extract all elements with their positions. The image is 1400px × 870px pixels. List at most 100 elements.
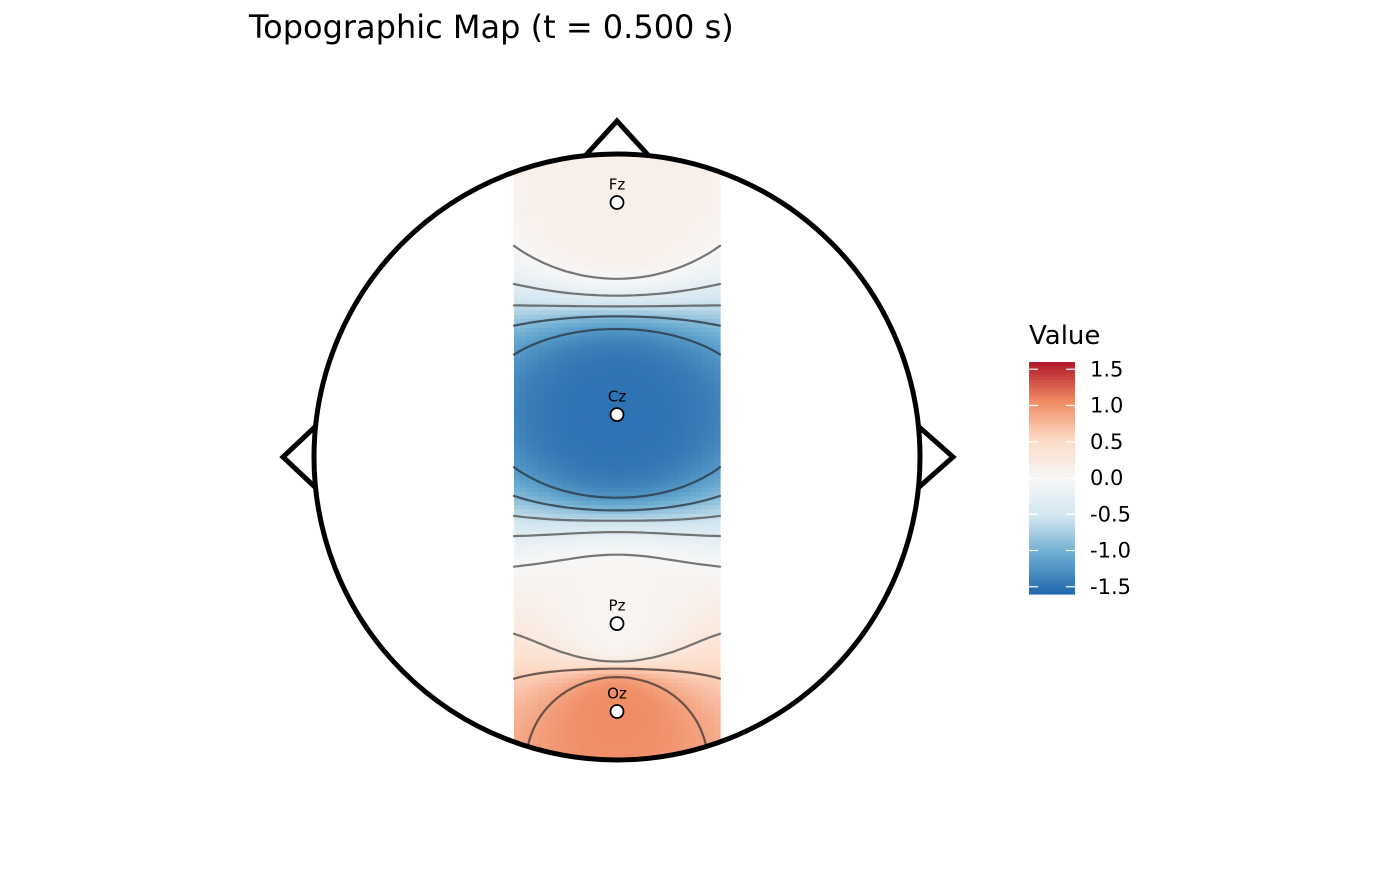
heat-cell: [556, 327, 564, 333]
heat-cell: [653, 547, 661, 553]
heat-cell: [689, 379, 697, 385]
heat-cell: [568, 301, 576, 307]
heat-cell: [677, 560, 685, 566]
heat-cell: [647, 747, 654, 752]
heat-cell: [671, 617, 679, 623]
heat-cell: [623, 725, 630, 731]
heat-cell: [635, 465, 642, 471]
heat-cell: [592, 253, 600, 259]
heat-cell: [677, 422, 685, 428]
heat-cell: [568, 435, 576, 441]
heat-cell: [707, 314, 715, 320]
heat-cell: [629, 708, 636, 713]
heat-cell: [562, 431, 570, 436]
heat-cell: [562, 716, 570, 722]
heat-cell: [683, 504, 691, 510]
heat-cell: [629, 556, 636, 562]
heat-cell: [513, 279, 521, 285]
heat-cell: [713, 249, 721, 255]
heat-cell: [641, 444, 648, 449]
legend-swatch: [1029, 388, 1075, 392]
heat-cell: [568, 703, 576, 709]
heat-cell: [550, 292, 557, 298]
heat-cell: [677, 418, 685, 423]
heat-cell: [568, 452, 576, 458]
heat-cell: [598, 742, 606, 748]
heat-cell: [513, 556, 521, 562]
heat-cell: [550, 253, 557, 259]
heat-cell: [653, 444, 661, 449]
legend-swatch: [1029, 553, 1075, 557]
heat-cell: [550, 712, 557, 718]
heat-cell: [520, 690, 527, 696]
heat-cell: [713, 439, 721, 445]
heat-cell: [617, 335, 624, 341]
heat-cell: [647, 504, 654, 510]
heat-cell: [659, 448, 667, 454]
heat-cell: [689, 699, 697, 705]
heat-cell: [635, 747, 642, 752]
heat-cell: [562, 565, 570, 571]
heat-cell: [665, 634, 673, 640]
heat-cell: [556, 673, 564, 679]
heat-cell: [659, 508, 667, 514]
heat-cell: [659, 305, 667, 311]
heat-cell: [695, 240, 703, 246]
heat-cell: [647, 513, 654, 519]
heat-cell: [544, 474, 551, 480]
heat-cell: [520, 625, 527, 631]
heat-cell: [701, 669, 709, 675]
heat-cell: [701, 526, 709, 532]
heat-cell: [641, 422, 648, 428]
heat-cell: [550, 192, 557, 198]
heat-cell: [689, 283, 697, 289]
heat-cell: [586, 405, 594, 410]
heat-cell: [538, 474, 545, 480]
heat-cell: [526, 418, 533, 423]
heat-cell: [659, 166, 667, 172]
heat-cell: [574, 716, 582, 722]
heat-cell: [671, 192, 679, 198]
heat-cell: [689, 218, 697, 224]
heat-cell: [707, 651, 715, 657]
heat-cell: [677, 695, 685, 700]
heat-cell: [556, 374, 564, 380]
heat-cell: [701, 604, 709, 610]
heat-cell: [538, 166, 545, 172]
heat-cell: [617, 357, 624, 363]
heat-cell: [556, 227, 564, 233]
heat-cell: [568, 656, 576, 662]
heat-cell: [635, 400, 642, 406]
heat-cell: [580, 197, 588, 203]
heat-cell: [629, 426, 636, 432]
heat-cell: [562, 301, 570, 307]
heat-cell: [586, 595, 594, 601]
heat-cell: [617, 249, 624, 255]
heat-cell: [586, 253, 594, 259]
heat-cell: [538, 435, 545, 441]
heat-cell: [586, 625, 594, 631]
heat-cell: [610, 608, 618, 614]
heat-cell: [586, 435, 594, 441]
heat-cell: [550, 314, 557, 320]
heat-cell: [635, 301, 642, 307]
heat-cell: [532, 327, 539, 333]
heat-cell: [695, 387, 703, 393]
heat-cell: [568, 387, 576, 393]
heat-cell: [592, 638, 600, 644]
heat-cell: [695, 262, 703, 268]
heat-cell: [671, 690, 679, 696]
heat-cell: [526, 604, 533, 610]
heat-cell: [635, 495, 642, 501]
heat-cell: [513, 301, 521, 307]
heat-cell: [671, 457, 679, 462]
heat-cell: [550, 214, 557, 220]
heat-cell: [647, 478, 654, 484]
heat-cell: [544, 478, 551, 484]
heat-cell: [689, 292, 697, 298]
heat-cell: [617, 569, 624, 575]
heat-cell: [671, 569, 679, 575]
heat-cell: [592, 487, 600, 493]
heat-cell: [574, 712, 582, 718]
heat-cell: [665, 387, 673, 393]
